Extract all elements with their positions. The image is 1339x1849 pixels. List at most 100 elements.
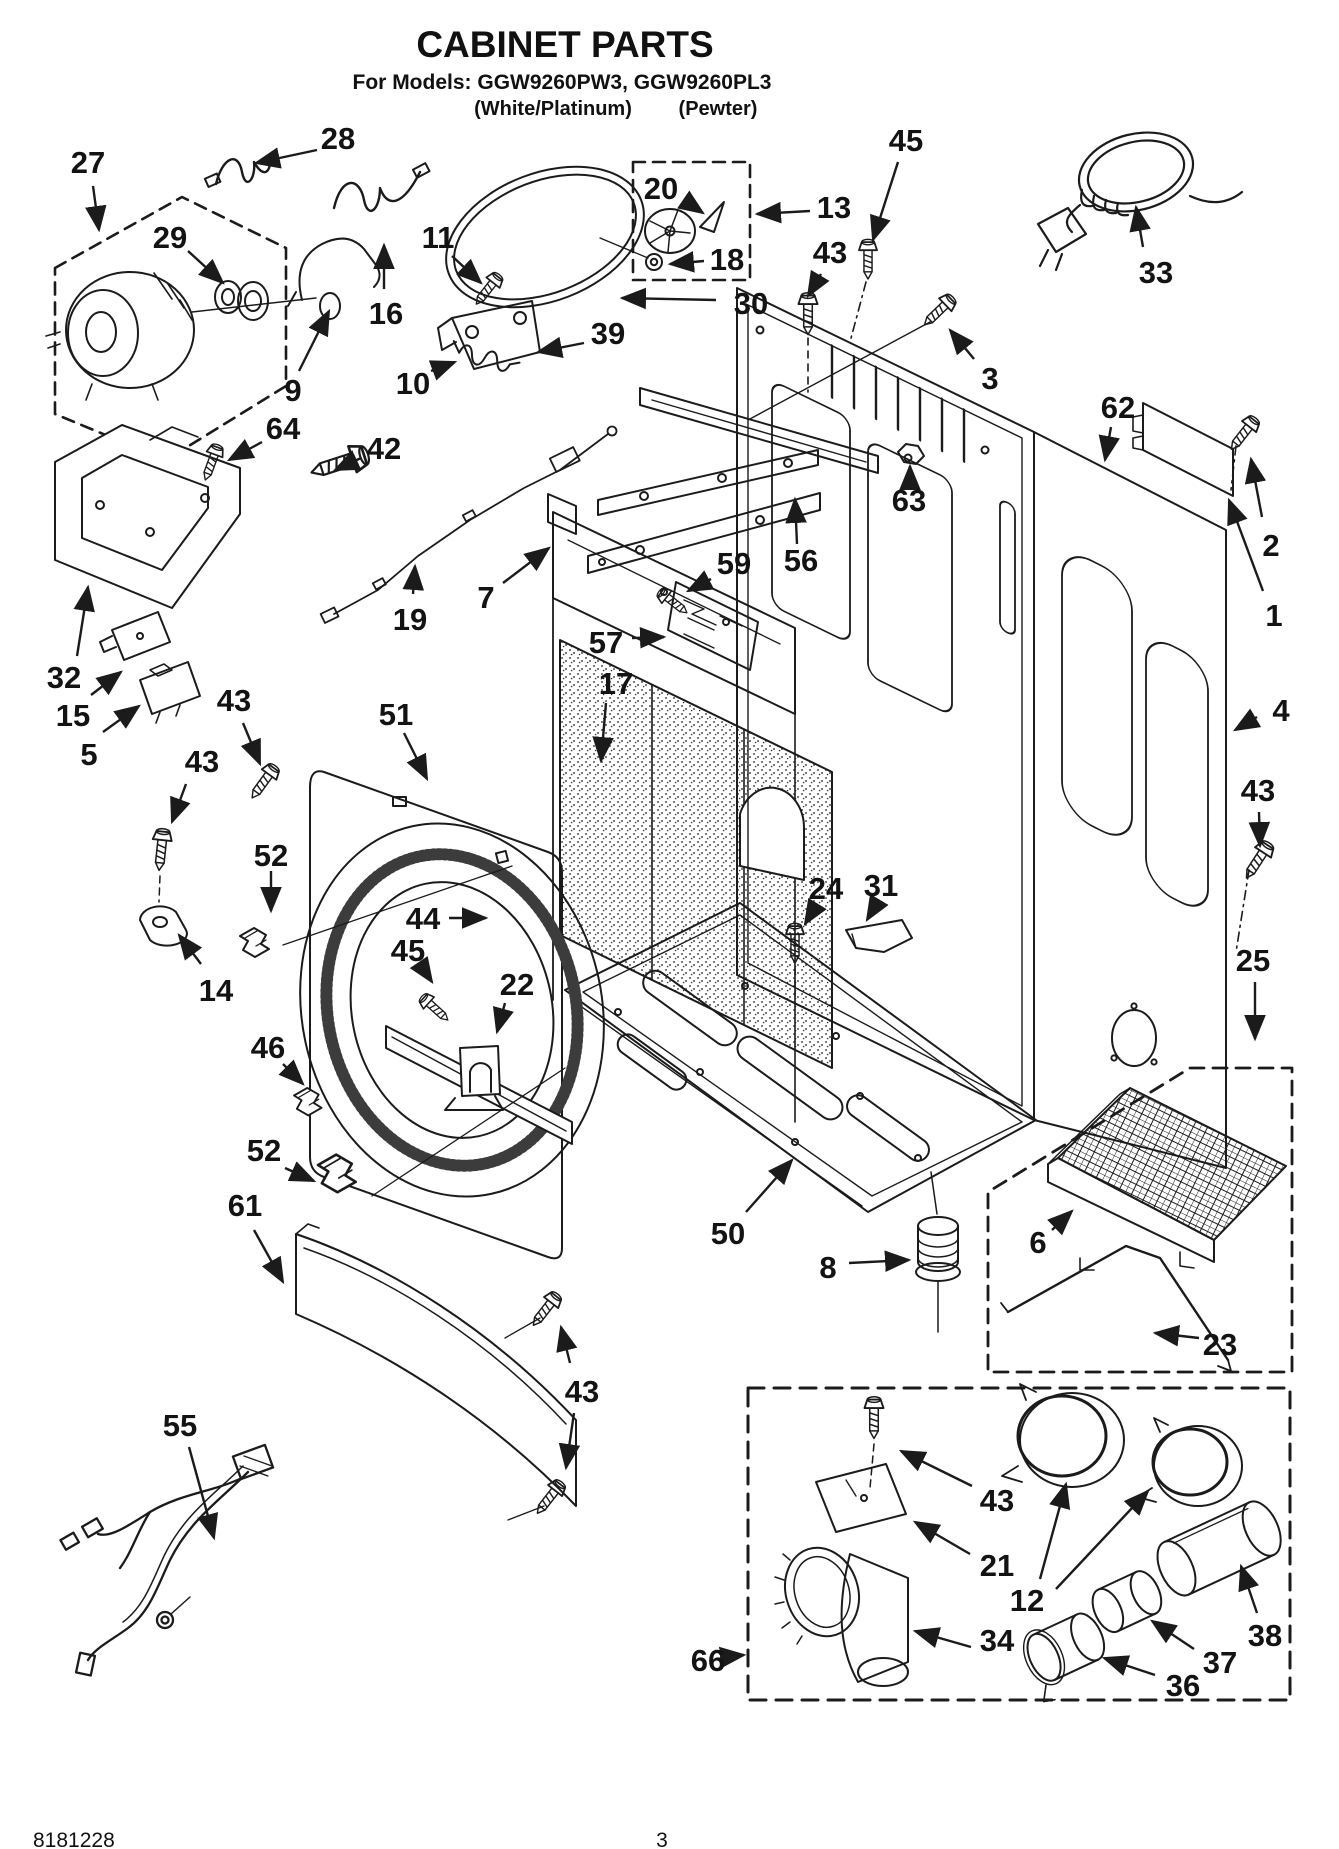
drive-belt-30 [445,165,645,309]
callout-label-39: 39 [591,316,625,351]
callout-label-2: 2 [1262,528,1279,563]
callout-label-51: 51 [379,697,413,732]
screw-45-top [849,238,878,343]
callout-label-19: 19 [393,602,427,637]
callout-label-45: 45 [391,933,425,968]
callout-label-61: 61 [228,1188,262,1223]
callout-arrow-18 [667,251,705,273]
callout-arrow-43 [558,1412,581,1471]
callout-arrow-43 [240,722,262,767]
callout-arrow-9 [297,308,331,372]
models-line: For Models: GGW9260PW3, GGW9260PL3 [353,71,772,94]
insulation-blanket-17 [559,639,833,1069]
callout-arrow-36 [1101,1655,1156,1677]
callout-label-52: 52 [254,838,288,873]
callout-label-33: 33 [1139,255,1173,290]
ground-clip-31 [845,919,913,953]
callout-arrow-22 [492,1002,514,1035]
washer-18 [645,253,663,271]
callout-arrow-30 [619,287,717,310]
callout-label-7: 7 [477,580,494,615]
callout-label-45: 45 [889,123,923,158]
thermal-fuse-15 [99,611,171,661]
wire-28-terminal [203,172,222,189]
vent-screw-43 [863,1395,885,1489]
callout-arrow-2 [1244,456,1267,518]
callout-arrow-59 [685,570,715,593]
callout-label-15: 15 [56,698,90,733]
screw-2 [1223,411,1264,491]
callout-arrow-50 [745,1158,794,1213]
callout-label-6: 6 [1029,1225,1046,1260]
side-panel-4 [1033,431,1227,1169]
callout-label-11: 11 [422,220,455,255]
idler-bracket-39 [437,300,541,370]
callout-label-12: 12 [1010,1583,1044,1618]
header: CABINET PARTS For Models: GGW9260PW3, GG… [353,24,772,120]
screw-43-low [148,826,174,903]
wire-harness-16b [332,170,422,212]
dashed-box-motor-27 [53,195,288,462]
front-panel-51 [282,770,605,1260]
motor-clutch-29 [214,280,341,321]
duct-36 [1022,1612,1106,1703]
callout-label-43: 43 [813,235,847,270]
callout-arrow-38 [1238,1563,1259,1614]
callout-label-43: 43 [217,683,251,718]
callout-label-50: 50 [711,1216,745,1251]
callout-arrow-32 [73,584,95,657]
callout-label-34: 34 [980,1623,1015,1658]
callout-label-21: 21 [980,1548,1014,1583]
callout-label-37: 37 [1203,1645,1237,1680]
leveling-foot-8 [915,1171,961,1333]
callout-layer: 2728299161110393020181343453336263214432… [47,121,1291,1703]
callout-arrow-33 [1129,204,1151,248]
callout-arrow-62 [1098,426,1120,463]
callout-arrow-12 [1038,1481,1071,1580]
access-panel-61 [295,1223,577,1507]
doc-number: 8181228 [33,1829,115,1849]
wiring-harness-55 [59,1443,275,1677]
callout-label-17: 17 [599,666,633,701]
callout-arrow-43 [556,1324,578,1364]
vent-kit-66 [774,1383,1282,1703]
idler-spring-10 [452,340,521,372]
screw-43-panel-upper [504,1287,566,1339]
callout-arrow-66 [719,1646,747,1669]
callout-label-64: 64 [266,411,301,446]
tri-ring-20 [699,201,725,233]
callout-label-8: 8 [819,1250,836,1285]
callout-label-36: 36 [1166,1668,1200,1703]
door-catch-22 [444,1045,504,1111]
callout-label-43: 43 [185,744,219,779]
callout-arrow-31 [865,893,889,923]
callout-label-56: 56 [784,543,818,578]
callout-arrow-43 [170,783,191,825]
callout-label-66: 66 [691,1643,725,1678]
callout-label-43: 43 [1241,773,1275,808]
callout-arrow-17 [592,702,614,764]
callout-label-59: 59 [717,546,751,581]
callout-label-27: 27 [71,145,105,180]
hex-nut-63 [897,443,925,465]
screw-45-door [415,989,454,1027]
callout-label-18: 18 [710,242,744,277]
callout-arrow-34 [912,1627,972,1649]
callout-arrow-6 [1047,1209,1074,1236]
callout-arrow-57 [631,626,667,649]
callout-arrow-45 [870,161,900,243]
callout-arrow-43 [1248,811,1271,849]
callout-arrow-21 [912,1520,971,1556]
callout-label-38: 38 [1248,1618,1282,1653]
callout-arrow-46 [278,1059,305,1086]
callout-arrow-24 [803,897,827,927]
callout-label-29: 29 [153,220,187,255]
callout-label-24: 24 [809,871,844,906]
retainer-wire-23 [1000,1244,1232,1372]
wiring-diagram-label-57 [667,581,759,671]
callout-arrow-15 [90,670,123,696]
callout-label-30: 30 [734,286,768,321]
callout-label-22: 22 [500,967,534,1002]
callout-arrow-28 [253,147,318,169]
